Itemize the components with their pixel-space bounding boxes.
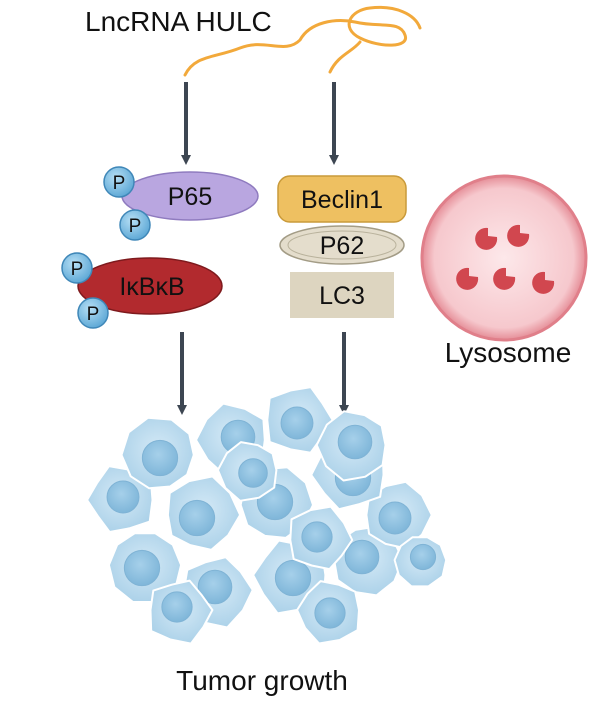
- phosphate-group-icon: P: [103, 166, 135, 198]
- tumor-cell-nucleus: [314, 597, 346, 629]
- arrows: [177, 82, 349, 415]
- p62-protein: P62: [279, 225, 405, 265]
- phospho-label: P: [129, 216, 142, 237]
- p65-label: P65: [168, 183, 212, 211]
- tumor-cell-nucleus: [161, 591, 193, 623]
- tumor-cell-nucleus: [337, 424, 373, 460]
- phospho-label: P: [87, 304, 100, 325]
- tumor-cell-cluster-icon: [86, 386, 448, 645]
- beclin1-protein: Beclin1: [277, 175, 407, 223]
- phospho-label: P: [71, 259, 84, 280]
- lncrna-strand-icon: [183, 5, 422, 77]
- tumor-cell-nucleus: [274, 559, 312, 597]
- tumor-cell-nucleus: [178, 499, 216, 537]
- tumor-cell-nucleus: [280, 406, 314, 440]
- p62-label: P62: [320, 232, 364, 260]
- lysosome-icon: [420, 174, 588, 342]
- ikbkb-protein: IκBκB: [77, 257, 223, 315]
- tumor-cell-nucleus: [141, 439, 179, 477]
- tumor-cell-nucleus: [378, 501, 412, 535]
- tumor-cell-nucleus: [106, 480, 140, 514]
- p65-protein: P65: [121, 171, 259, 221]
- ikbkb-label: IκBκB: [119, 273, 184, 301]
- phospho-label: P: [113, 173, 126, 194]
- tumor-cell-nucleus: [344, 539, 380, 575]
- tumor-cell-nucleus: [123, 549, 161, 587]
- tumor-cell-nucleus: [301, 521, 333, 553]
- phosphate-group-icon: P: [77, 297, 109, 329]
- beclin1-label: Beclin1: [301, 186, 383, 214]
- lc3-label: LC3: [319, 282, 365, 310]
- phosphate-group-icon: P: [119, 209, 151, 241]
- tumor-cell-nucleus: [409, 543, 437, 571]
- tumor-cell-nucleus: [238, 458, 268, 488]
- tumor-growth-label: Tumor growth: [176, 665, 348, 696]
- lncrna-label: LncRNA HULC: [85, 6, 272, 37]
- lc3-protein: LC3: [290, 272, 394, 318]
- phosphate-group-icon: P: [61, 252, 93, 284]
- tumor-cell-nucleus: [197, 569, 233, 605]
- lysosome-label: Lysosome: [445, 337, 572, 368]
